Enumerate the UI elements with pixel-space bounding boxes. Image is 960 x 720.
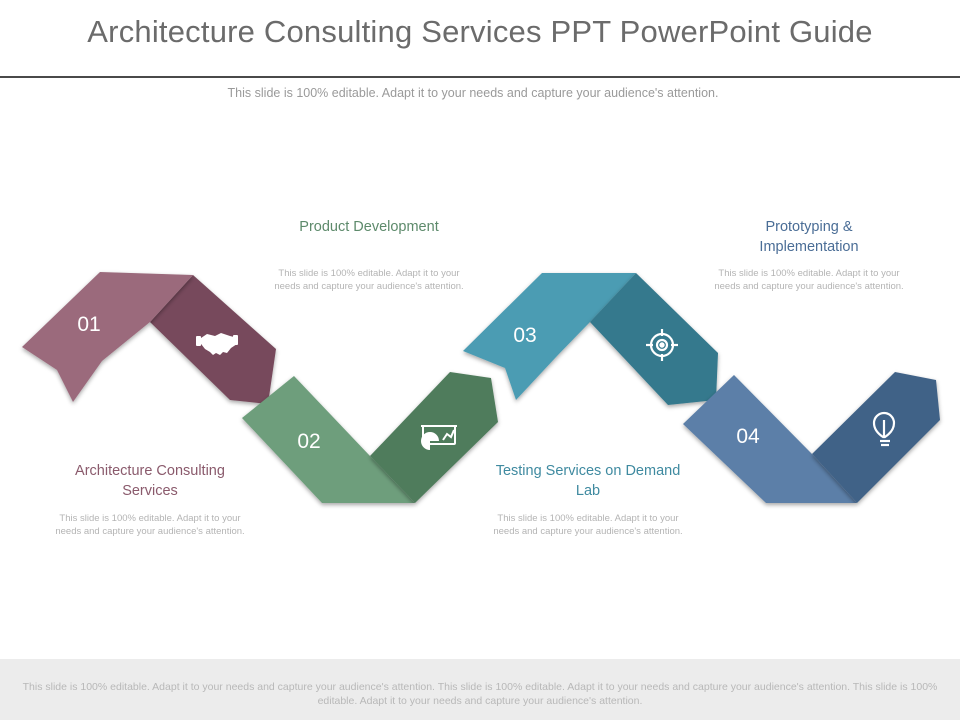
step-2-description: This slide is 100% editable. Adapt it to… bbox=[274, 268, 464, 292]
step-4-number: 04 bbox=[736, 425, 760, 448]
title-divider bbox=[0, 76, 960, 78]
footer-bar bbox=[0, 659, 960, 720]
lightbulb-icon bbox=[872, 411, 896, 447]
step-2-number: 02 bbox=[297, 430, 321, 453]
step-2-ribbon-light bbox=[242, 376, 415, 503]
step-2-heading: Product Development bbox=[299, 219, 439, 235]
step-3-number: 03 bbox=[513, 324, 537, 347]
step-4-ribbon-light bbox=[683, 375, 857, 503]
footer-text: This slide is 100% editable. Adapt it to… bbox=[22, 681, 938, 707]
step-1-number: 01 bbox=[77, 313, 101, 336]
target-icon bbox=[646, 329, 678, 361]
step-1-heading: Architecture Consulting Services bbox=[75, 463, 225, 499]
step-3-heading: Testing Services on Demand Lab bbox=[495, 463, 681, 499]
handshake-icon bbox=[196, 333, 238, 355]
step-1-ribbon-light bbox=[22, 272, 193, 402]
step-4-description: This slide is 100% editable. Adapt it to… bbox=[714, 268, 904, 292]
step-4-heading: Prototyping & Implementation bbox=[759, 219, 859, 255]
step-3-ribbon-light bbox=[463, 273, 636, 400]
step-1-description: This slide is 100% editable. Adapt it to… bbox=[55, 513, 245, 537]
slide-subtitle: This slide is 100% editable. Adapt it to… bbox=[227, 86, 719, 100]
step-3-description: This slide is 100% editable. Adapt it to… bbox=[493, 513, 683, 537]
step-4-ribbon-dark bbox=[812, 372, 940, 503]
presentation-board-icon bbox=[421, 425, 457, 450]
slide-title: Architecture Consulting Services PPT Pow… bbox=[87, 14, 873, 49]
